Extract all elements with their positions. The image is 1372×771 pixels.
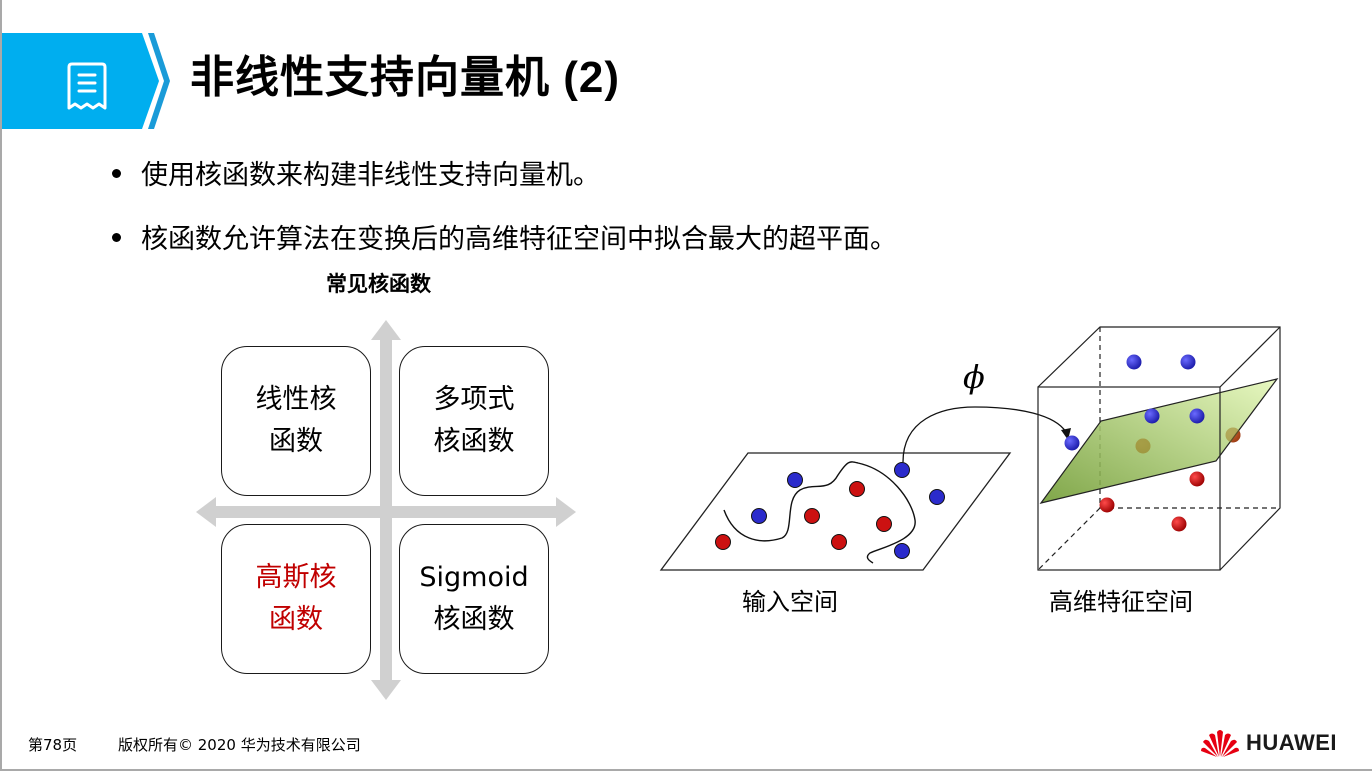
kernel-label: 多项式 — [433, 384, 515, 415]
huawei-logo: HUAWEI — [1200, 728, 1337, 758]
input-space-plane — [659, 452, 1012, 571]
kernel-label: 核函数 — [433, 604, 515, 635]
kernel-card-gaussian: 高斯核函数 — [221, 524, 371, 674]
kernel-label: 高斯核 — [255, 562, 337, 593]
page-title: 非线性支持向量机 (2) — [190, 53, 620, 102]
bullet-dot-icon — [112, 169, 121, 178]
kernel-card-sigmoid: Sigmoid 核函数 — [399, 524, 549, 674]
kernel-label: 函数 — [269, 604, 323, 635]
page-number: 第78页 — [28, 736, 78, 754]
kernel-card-polynomial: 多项式核函数 — [399, 346, 549, 496]
title-banner — [2, 33, 170, 129]
bullet-dot-icon — [112, 233, 121, 242]
quadrant-axes — [196, 320, 576, 700]
feature-space-label: 高维特征空间 — [1049, 588, 1193, 616]
kernel-card-linear: 线性核函数 — [221, 346, 371, 496]
input-space-label: 输入空间 — [742, 588, 838, 616]
phi-symbol: ϕ — [963, 358, 985, 396]
copyright-text: 版权所有© 2020 华为技术有限公司 — [118, 736, 361, 754]
hyperplane — [1039, 378, 1279, 504]
kernel-heading: 常见核函数 — [326, 272, 431, 296]
bullet-text: 使用核函数来构建非线性支持向量机。 — [141, 160, 600, 191]
kernel-label: 核函数 — [433, 426, 515, 457]
bullet-text: 核函数允许算法在变换后的高维特征空间中拟合最大的超平面。 — [141, 224, 897, 255]
feature-space-cube — [1037, 326, 1281, 571]
bullet-item: 核函数允许算法在变换后的高维特征空间中拟合最大的超平面。 — [112, 222, 897, 258]
kernel-label: Sigmoid — [419, 562, 529, 593]
huawei-petal-icon — [1201, 730, 1239, 757]
kernel-label: 函数 — [269, 426, 323, 457]
bullet-item: 使用核函数来构建非线性支持向量机。 — [112, 158, 600, 194]
document-list-icon — [67, 62, 107, 110]
kernel-label: 线性核 — [255, 384, 337, 415]
brand-name: HUAWEI — [1246, 730, 1337, 755]
